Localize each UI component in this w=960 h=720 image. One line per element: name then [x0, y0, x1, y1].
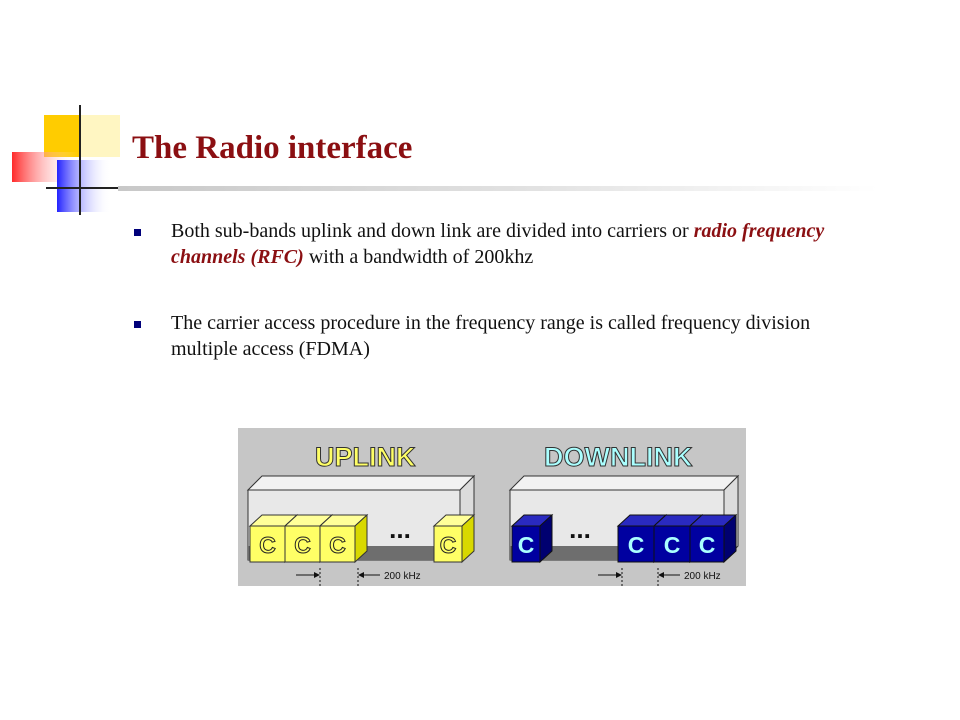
- uplink-downlink-figure: UPLINK C C C ... C 200 kHz: [238, 428, 746, 586]
- uplink-carrier-letter: C: [329, 532, 346, 558]
- bullet-item: The carrier access procedure in the freq…: [134, 310, 834, 362]
- deco-yellow-fade: [80, 115, 120, 157]
- downlink-carrier-letter: C: [699, 532, 716, 558]
- downlink-carrier: C: [688, 513, 738, 564]
- uplink-bandwidth-label: 200 kHz: [384, 571, 421, 582]
- bullet-text-plain: Both sub-bands uplink and down link are …: [171, 220, 694, 242]
- uplink-carrier-letter: C: [259, 532, 276, 558]
- downlink-band-top: [508, 475, 740, 491]
- title-underline: [118, 186, 878, 191]
- bullet-square-icon: [134, 321, 141, 328]
- downlink-ellipsis: ...: [569, 514, 591, 544]
- deco-blue-square: [57, 160, 111, 212]
- bullet-text-plain: with a bandwidth of 200khz: [303, 246, 534, 268]
- bullet-text: Both sub-bands uplink and down link are …: [171, 218, 834, 270]
- downlink-label: DOWNLINK: [544, 442, 693, 472]
- uplink-carrier: C: [432, 513, 476, 564]
- uplink-band-top: [246, 475, 476, 491]
- downlink-bandwidth-label: 200 kHz: [684, 571, 721, 582]
- corner-decoration: [12, 105, 124, 215]
- bullet-text-plain: The carrier access procedure in the freq…: [171, 312, 811, 360]
- uplink-label: UPLINK: [315, 442, 416, 472]
- bullet-item: Both sub-bands uplink and down link are …: [134, 218, 834, 270]
- uplink-carrier-letter: C: [440, 532, 457, 558]
- bullet-text-emphasis: radio frequency channels (RFC): [171, 220, 825, 268]
- deco-yellow-square: [44, 115, 80, 157]
- uplink-ellipsis: ...: [389, 514, 411, 544]
- downlink-carrier-letter: C: [518, 532, 535, 558]
- uplink-bandwidth-marker: 200 kHz: [296, 568, 421, 586]
- bullet-text: The carrier access procedure in the freq…: [171, 310, 834, 362]
- uplink-carrier-letter: C: [294, 532, 311, 558]
- uplink-carrier: C: [318, 513, 369, 564]
- downlink-carrier-letter: C: [664, 532, 681, 558]
- downlink-bandwidth-marker: 200 kHz: [598, 568, 721, 586]
- downlink-carrier-letter: C: [628, 532, 645, 558]
- bullet-list: Both sub-bands uplink and down link are …: [134, 218, 834, 402]
- downlink-carrier: C: [510, 513, 554, 564]
- slide-title: The Radio interface: [132, 130, 413, 166]
- bullet-square-icon: [134, 229, 141, 236]
